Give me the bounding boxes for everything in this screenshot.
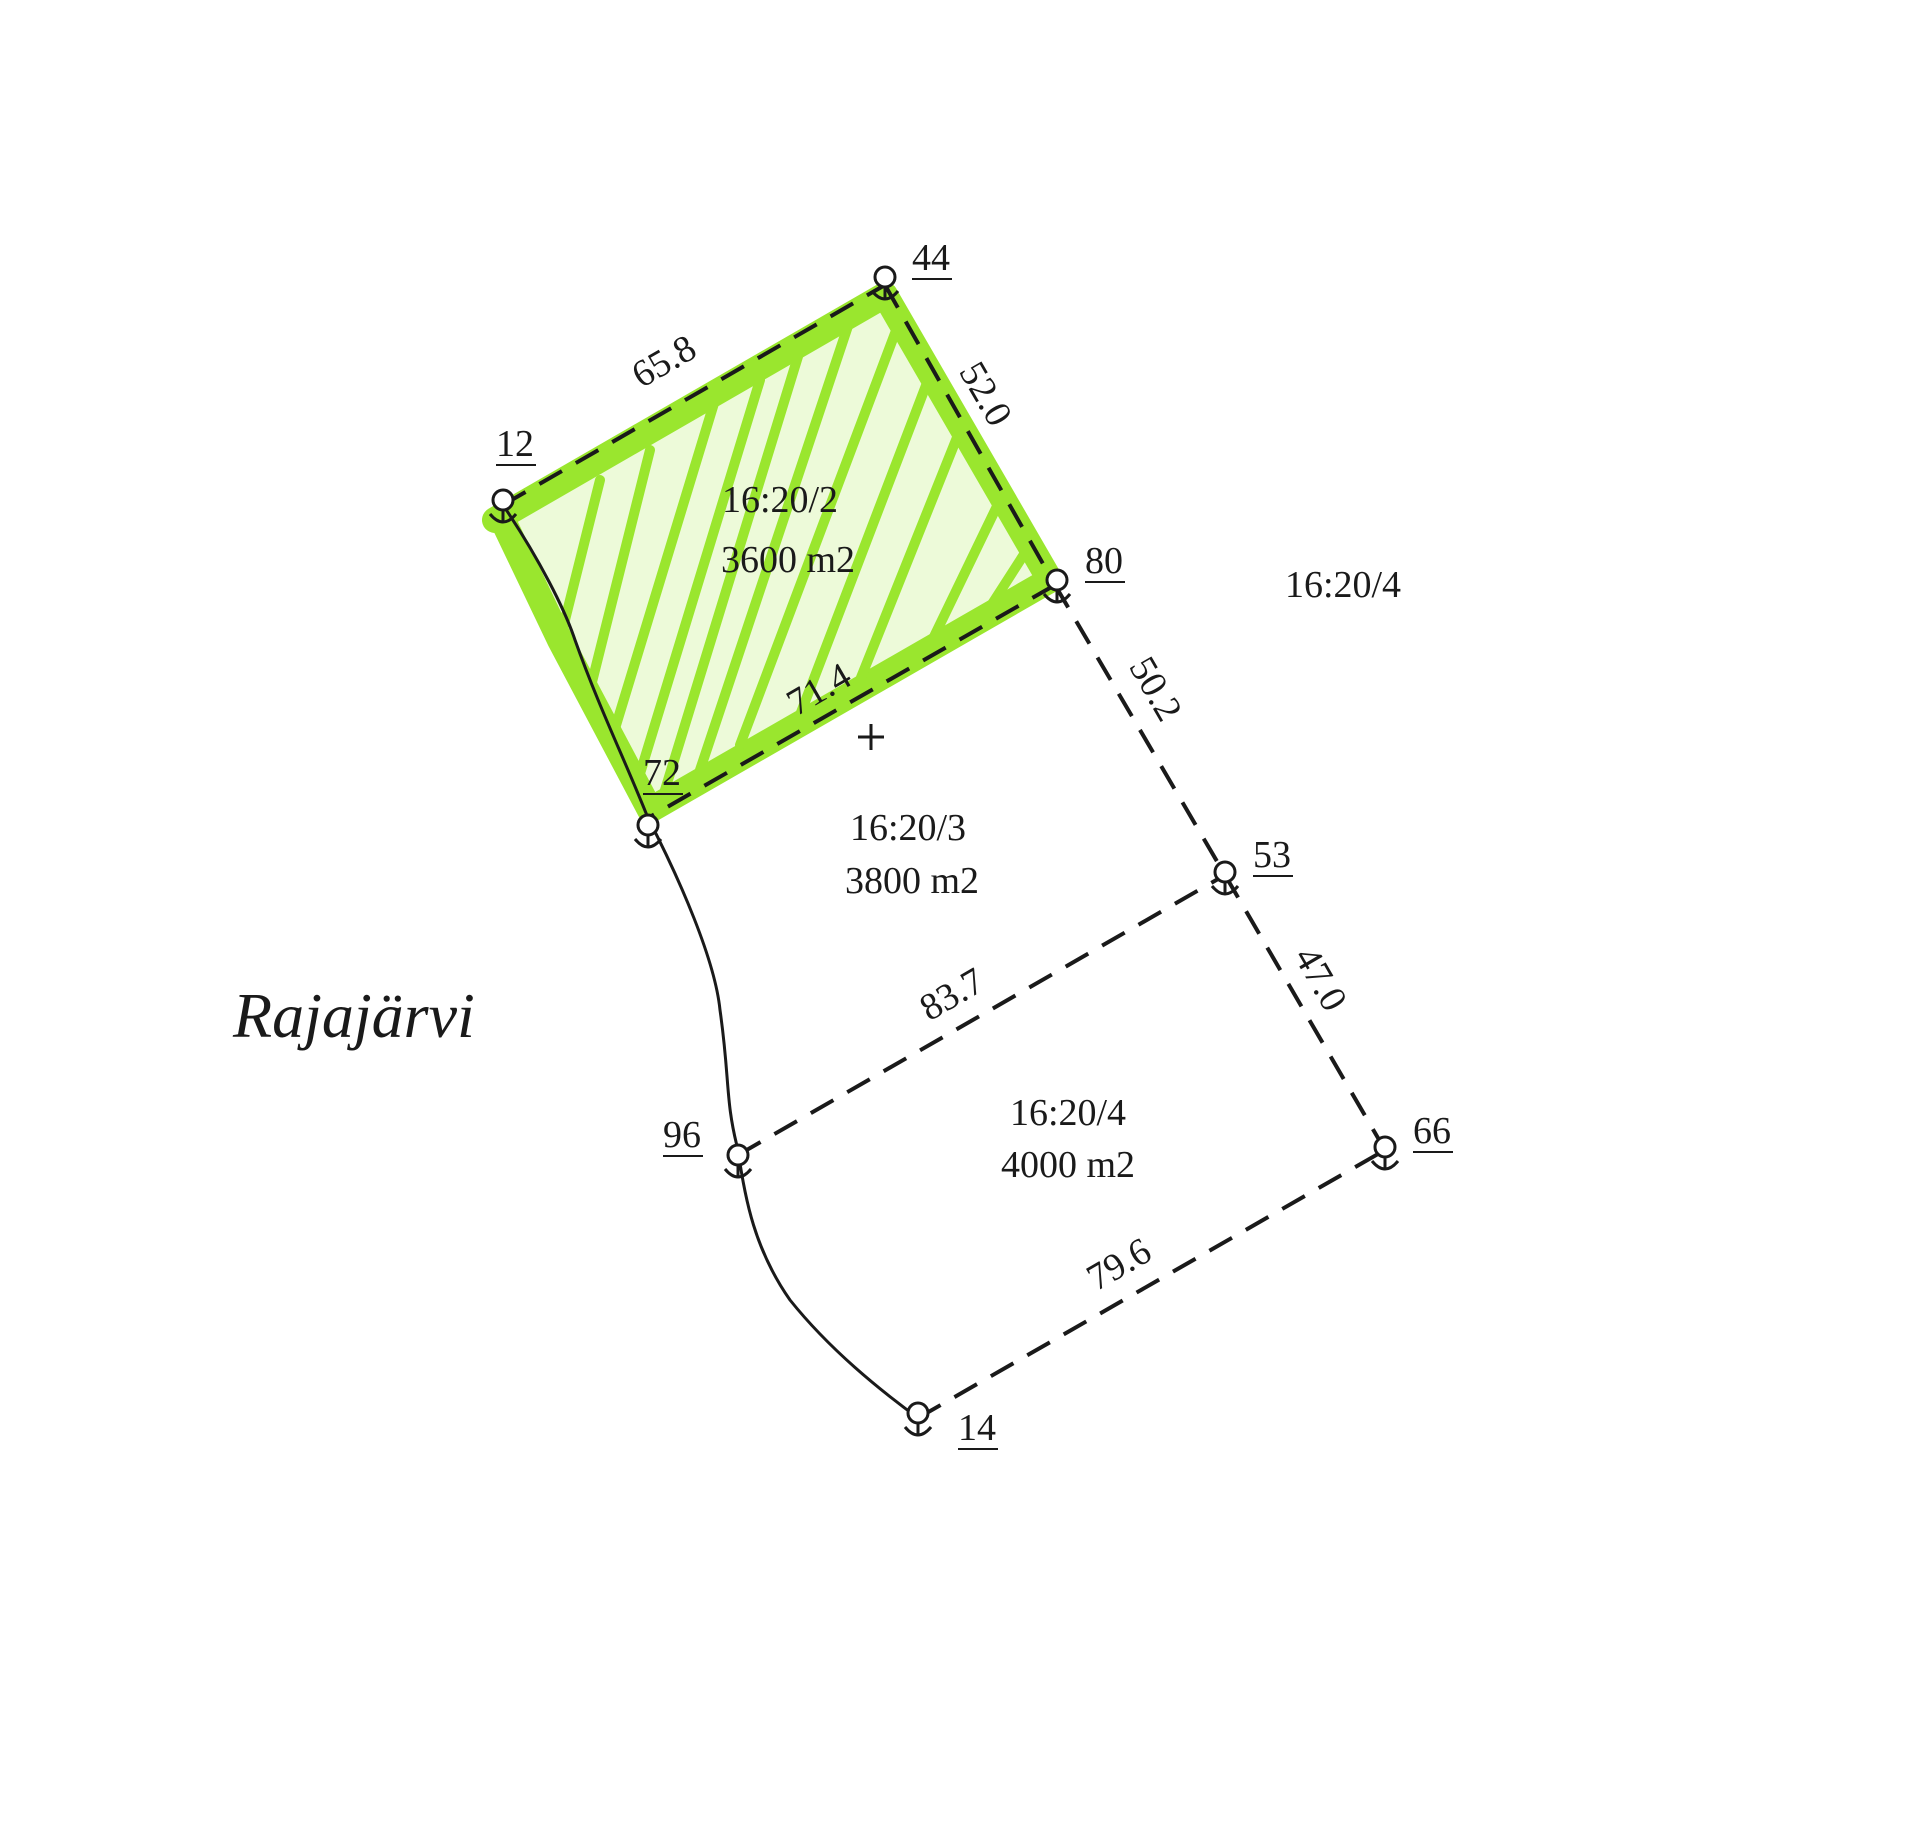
parcel-area-16-20-2: 3600 m2 (721, 539, 855, 581)
edge-53-66 (1223, 873, 1387, 1152)
edge-length-12-44: 65.8 (625, 327, 704, 397)
point-label-80: 80 (1085, 540, 1123, 582)
shoreline (501, 504, 919, 1420)
point-label-44: 44 (912, 237, 950, 279)
point-label-12: 12 (496, 423, 534, 465)
highlight-border (482, 282, 1063, 823)
marker-44 (870, 265, 900, 301)
marker-80 (1042, 568, 1072, 604)
marker-14 (903, 1401, 933, 1437)
point-label-14: 14 (958, 1407, 996, 1449)
edge-12-44 (502, 283, 886, 507)
point-label-53: 53 (1253, 834, 1291, 876)
edge-80-53 (1053, 583, 1227, 877)
parcel-id-16-20-4-outer: 16:20/4 (1285, 564, 1401, 606)
edge-80-72 (647, 583, 1056, 820)
point-label-66: 66 (1413, 1110, 1451, 1152)
marker-12 (488, 488, 518, 524)
boundary-lines (502, 283, 1387, 1420)
lake-name: Rajajärvi (232, 980, 475, 1051)
parcel-labels: 16:20/2 3600 m2 16:20/3 3800 m2 16:20/4 … (721, 479, 1401, 1186)
marker-53 (1210, 860, 1240, 896)
edge-96-53 (737, 873, 1226, 1157)
edge-length-53-66: 47.0 (1286, 940, 1356, 1019)
point-label-72: 72 (643, 752, 681, 794)
parcel-id-16-20-3: 16:20/3 (850, 807, 966, 849)
parcel-area-16-20-4-lower: 4000 m2 (1001, 1144, 1135, 1186)
marker-72 (633, 813, 663, 849)
edge-length-96-53: 83.7 (913, 960, 992, 1030)
point-labels: 44 12 80 72 53 96 66 14 (496, 237, 1453, 1450)
point-label-96: 96 (663, 1114, 701, 1156)
survey-cross (858, 724, 884, 750)
parcel-id-16-20-2: 16:20/2 (722, 479, 838, 521)
parcel-area-16-20-3: 3800 m2 (845, 860, 979, 902)
parcel-id-16-20-4-lower: 16:20/4 (1010, 1092, 1126, 1134)
highlighted-parcel (482, 282, 1063, 823)
marker-66 (1370, 1135, 1400, 1171)
boundary-markers (488, 265, 1400, 1437)
edge-14-66 (917, 1148, 1386, 1420)
marker-96 (723, 1143, 753, 1179)
highlight-hatching (555, 315, 1035, 795)
edge-44-80 (883, 284, 1057, 586)
